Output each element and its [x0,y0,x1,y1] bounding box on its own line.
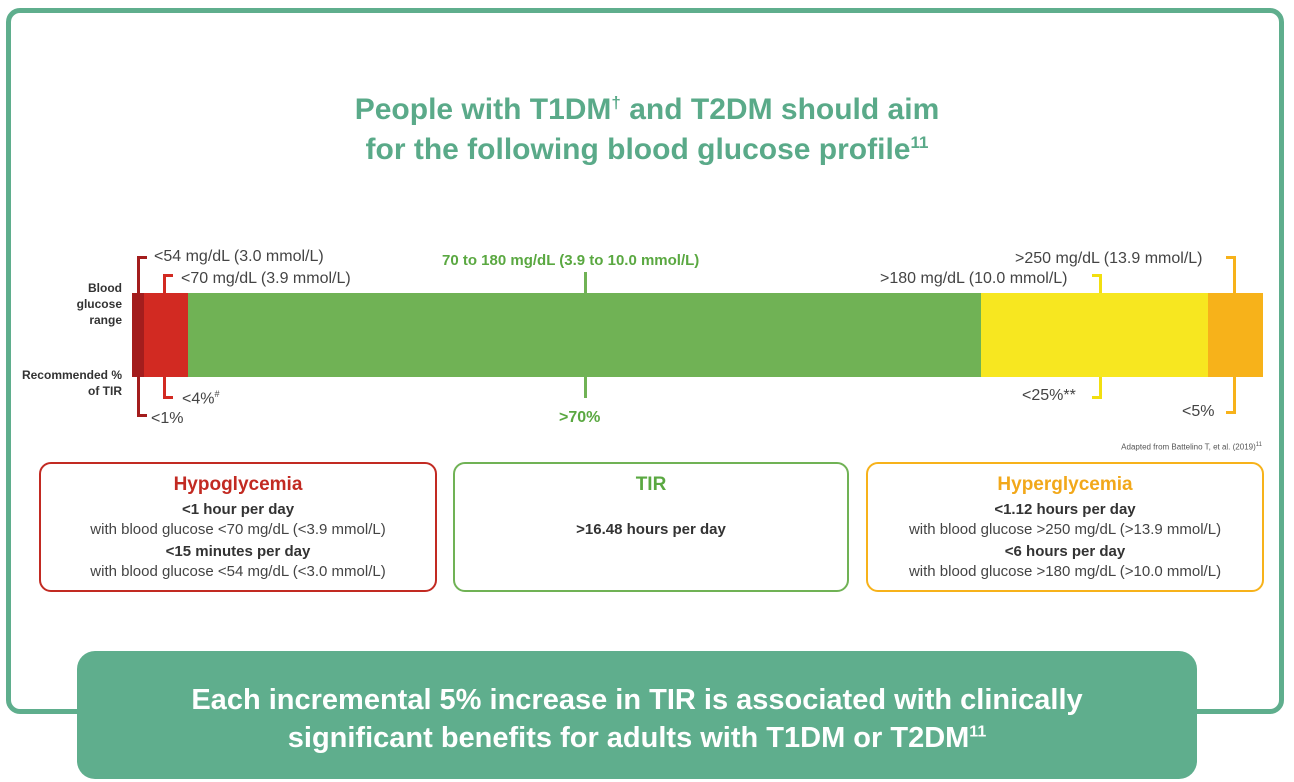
low-percent: <4%# [182,389,220,408]
target-segment [188,293,981,377]
hyper-limit-2: <6 hours per day [1004,543,1126,560]
target-percent: >70% [559,409,601,426]
very-high-bracket-bottom [1226,377,1236,414]
hyper-desc-1: with blood glucose >250 mg/dL (>13.9 mmo… [908,521,1222,538]
very-low-bracket-top [137,256,147,293]
low-bracket-bottom [163,377,173,399]
target-tick-top [584,272,587,293]
high-segment [981,293,1208,377]
hypo-desc-1: with blood glucose <70 mg/dL (<3.9 mmol/… [90,521,386,538]
high-percent: <25%** [1022,387,1076,404]
high-bracket-bottom [1092,377,1102,399]
very-high-range-label: >250 mg/dL (13.9 mmol/L) [1015,250,1203,267]
very-high-segment [1208,293,1263,377]
tir-axis-label: Recommended % of TIR [21,368,122,398]
very-low-percent: <1% [151,410,184,427]
hyperglycemia-title: Hyperglycemia [997,474,1133,495]
hypoglycemia-box: Hypoglycemia <1 hour per day with blood … [39,462,437,592]
very-low-bracket-bottom [137,377,147,417]
low-range-label: <70 mg/dL (3.9 mmol/L) [181,270,351,287]
high-bracket-top [1092,274,1102,293]
high-range-label: >180 mg/dL (10.0 mmol/L) [880,270,1068,287]
page-title: People with T1DM† and T2DM should aim fo… [354,93,940,166]
hypoglycemia-title: Hypoglycemia [173,474,303,495]
tir-limit: >16.48 hours per day [576,521,726,538]
source-note: Adapted from Battelino T, et al. (2019)1… [1121,442,1262,452]
target-range-label: 70 to 180 mg/dL (3.9 to 10.0 mmol/L) [442,252,700,269]
target-tick-bottom [584,377,587,398]
low-segment [144,293,188,377]
tir-box: TIR >16.48 hours per day [453,462,849,592]
tir-title: TIR [635,474,667,495]
hypo-limit-2: <15 minutes per day [165,543,311,560]
hypo-desc-2: with blood glucose <54 mg/dL (<3.0 mmol/… [90,563,386,580]
hyperglycemia-box: Hyperglycemia <1.12 hours per day with b… [866,462,1264,592]
hyper-limit-1: <1.12 hours per day [994,501,1136,518]
hyper-desc-2: with blood glucose >180 mg/dL (>10.0 mmo… [908,563,1222,580]
very-low-segment [132,293,144,377]
range-axis-label: Blood glucose range [76,281,122,327]
hypo-limit-1: <1 hour per day [181,501,295,518]
very-high-percent: <5% [1182,403,1215,420]
very-low-range-label: <54 mg/dL (3.0 mmol/L) [154,248,324,265]
low-bracket-top [163,274,173,293]
benefit-banner: Each incremental 5% increase in TIR is a… [77,651,1197,779]
very-high-bracket-top [1226,256,1236,293]
